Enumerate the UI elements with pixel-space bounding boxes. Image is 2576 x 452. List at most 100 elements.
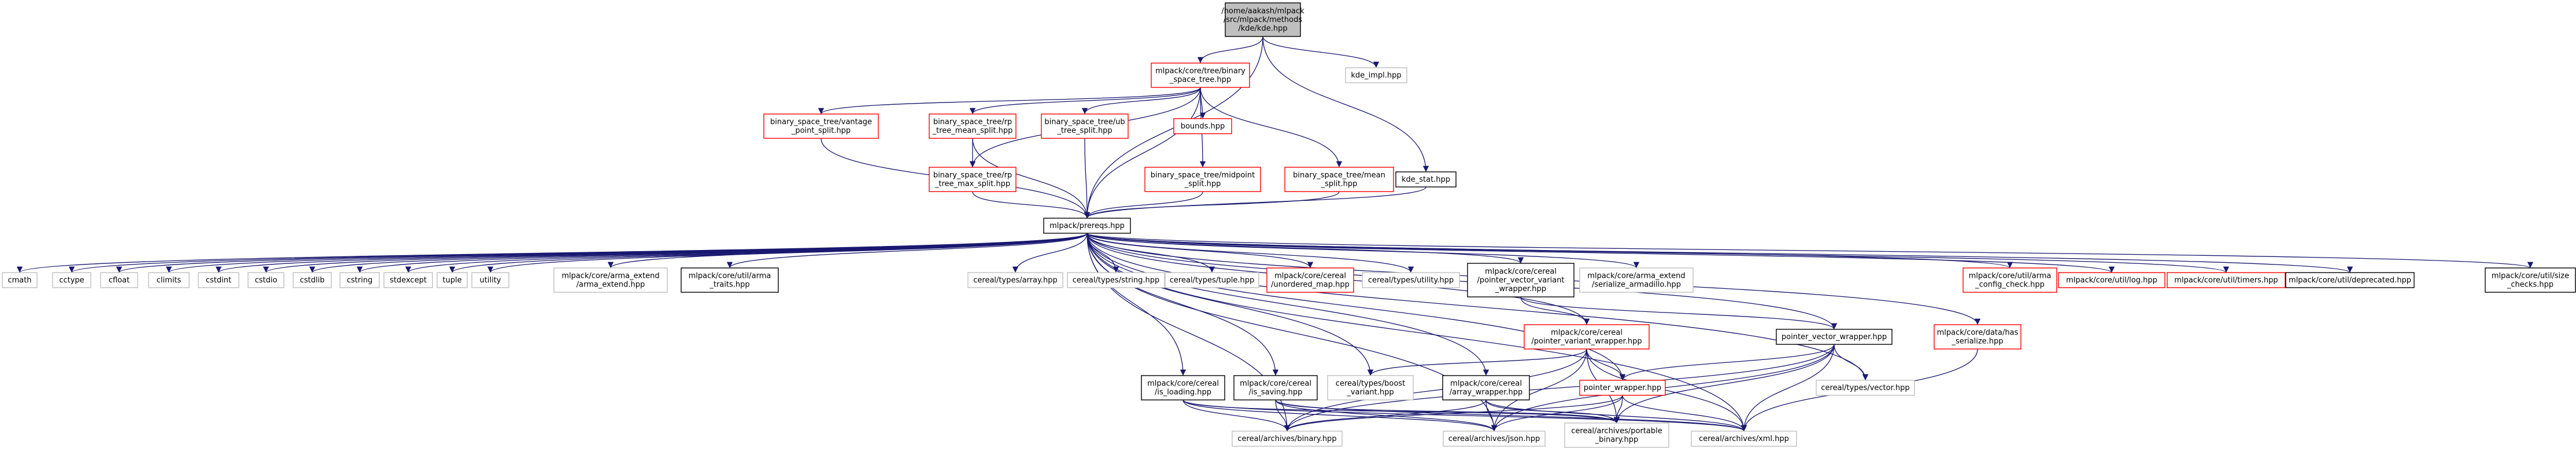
node-box-size_checks	[2485, 267, 2576, 293]
edge-prereqs-to-log	[1086, 233, 2115, 273]
node-cer_utility[interactable]: cereal/types/utility.hpp	[1362, 272, 1460, 288]
edge-prereqs-to-cstring	[357, 233, 1088, 273]
node-label-ptr_vec_wrapper-0: pointer_vector_wrapper.hpp	[1782, 333, 1887, 341]
node-ptr_variant[interactable]: mlpack/core/cereal/pointer_variant_wrapp…	[1524, 324, 1650, 350]
node-arch_portable[interactable]: cereal/archives/portable_binary.hpp	[1564, 422, 1669, 448]
node-cer_tuple[interactable]: cereal/types/tuple.hpp	[1165, 272, 1259, 288]
node-cfloat[interactable]: cfloat	[100, 272, 138, 288]
node-is_saving[interactable]: mlpack/core/cereal/is_saving.hpp	[1233, 375, 1318, 400]
edge-is_loading-to-arch_json	[1182, 399, 1498, 432]
edge-prereqs-to-ptr_vec_variant	[1086, 233, 1524, 264]
node-label-has_serialize-0: mlpack/core/data/has	[1937, 329, 2019, 337]
node-box-arma_traits	[681, 267, 779, 293]
node-label-cmath-0: cmath	[8, 276, 31, 285]
node-label-kde-2: /kde/kde.hpp	[1238, 24, 1287, 33]
node-box-has_serialize	[1934, 324, 2021, 350]
node-cer_string[interactable]: cereal/types/string.hpp	[1067, 272, 1165, 288]
node-box-tuple	[437, 272, 468, 288]
node-box-arch_json	[1443, 431, 1546, 447]
node-kde_stat[interactable]: kde_stat.hpp	[1395, 171, 1457, 188]
node-arma_config[interactable]: mlpack/core/util/arma_config_check.hpp	[1963, 267, 2057, 293]
node-log[interactable]: mlpack/core/util/log.hpp	[2058, 272, 2165, 288]
node-label-kde-0: /home/aakash/mlpack	[1221, 7, 1304, 16]
node-midpoint[interactable]: binary_space_tree/midpoint_split.hpp	[1144, 167, 1261, 192]
node-label-cstdint-0: cstdint	[206, 276, 231, 285]
node-bst[interactable]: mlpack/core/tree/binary_space_tree.hpp	[1151, 63, 1250, 88]
node-rpmean[interactable]: binary_space_tree/rp_tree_mean_split.hpp	[929, 113, 1017, 139]
node-arma_extend[interactable]: mlpack/core/arma_extend/arma_extend.hpp	[553, 267, 668, 293]
node-label-arch_portable-1: _binary.hpp	[1595, 436, 1639, 444]
node-bounds[interactable]: bounds.hpp	[1173, 118, 1232, 134]
edge-prereqs-to-size_checks	[1086, 233, 2533, 269]
node-cer_array[interactable]: cereal/types/array.hpp	[967, 272, 1063, 288]
node-ser_armadillo[interactable]: mlpack/core/arma_extend/serialize_armadi…	[1579, 267, 1694, 293]
edge-prereqs-to-cstdio	[263, 233, 1088, 273]
edge-pointer_wrapper-to-arch_portable	[1613, 395, 1623, 424]
node-arch_json[interactable]: cereal/archives/json.hpp	[1443, 431, 1546, 447]
node-ub[interactable]: binary_space_tree/ub_tree_split.hpp	[1041, 113, 1129, 139]
node-ptr_vec_variant[interactable]: mlpack/core/cereal/pointer_vector_varian…	[1467, 263, 1575, 297]
node-label-ser_armadillo-0: mlpack/core/arma_extend	[1587, 272, 1685, 281]
node-label-boost_variant-0: cereal/types/boost	[1336, 380, 1405, 388]
node-cctype[interactable]: cctype	[52, 272, 91, 288]
node-label-cer_array-0: cereal/types/array.hpp	[973, 276, 1057, 285]
node-deprecated[interactable]: mlpack/core/util/deprecated.hpp	[2285, 272, 2415, 288]
node-pointer_wrapper[interactable]: pointer_wrapper.hpp	[1579, 380, 1666, 396]
edge-prereqs-to-cer_utility	[1086, 233, 1414, 273]
node-box-deprecated	[2285, 272, 2415, 288]
node-stdexcept[interactable]: stdexcept	[383, 272, 433, 288]
node-cstdint[interactable]: cstdint	[198, 272, 239, 288]
node-vp[interactable]: binary_space_tree/vantage_point_split.hp…	[763, 113, 879, 139]
node-array_wrapper[interactable]: mlpack/core/cereal/array_wrapper.hpp	[1442, 375, 1530, 400]
node-arma_traits[interactable]: mlpack/core/util/arma_traits.hpp	[681, 267, 779, 293]
node-label-arma_traits-1: _traits.hpp	[709, 281, 749, 289]
node-box-log	[2058, 272, 2165, 288]
node-cstring[interactable]: cstring	[339, 272, 380, 288]
node-meansplit[interactable]: binary_space_tree/mean_split.hpp	[1284, 167, 1394, 192]
edge-bst-to-prereqs	[1084, 87, 1201, 219]
node-cmath[interactable]: cmath	[2, 272, 38, 288]
node-box-boost_variant	[1327, 375, 1414, 400]
edge-kde-to-kde_stat	[1262, 36, 1429, 172]
edge-bst-to-ub	[1081, 87, 1201, 115]
node-label-is_saving-1: /is_saving.hpp	[1249, 388, 1303, 397]
node-arch_xml[interactable]: cereal/archives/xml.hpp	[1691, 431, 1797, 447]
edge-ptr_vec_wrapper-to-arch_portable	[1613, 344, 1835, 424]
node-tuple[interactable]: tuple	[437, 272, 468, 288]
node-label-prereqs-0: mlpack/prereqs.hpp	[1049, 222, 1125, 230]
node-cstdio[interactable]: cstdio	[247, 272, 284, 288]
node-kde[interactable]: /home/aakash/mlpack/src/mlpack/methods/k…	[1221, 2, 1304, 37]
node-label-size_checks-0: mlpack/core/util/size	[2492, 272, 2569, 281]
node-cstdlib[interactable]: cstdlib	[293, 272, 332, 288]
node-box-arch_xml	[1691, 431, 1797, 447]
node-climits[interactable]: climits	[148, 272, 190, 288]
edge-rpmax-to-prereqs	[972, 191, 1091, 219]
node-ptr_vec_wrapper[interactable]: pointer_vector_wrapper.hpp	[1776, 329, 1893, 345]
edge-midpoint-to-prereqs	[1084, 191, 1203, 219]
node-label-timers-0: mlpack/core/util/timers.hpp	[2174, 276, 2278, 285]
node-box-kde	[1225, 2, 1301, 37]
node-timers[interactable]: mlpack/core/util/timers.hpp	[2167, 272, 2286, 288]
node-box-midpoint	[1144, 167, 1261, 192]
node-utility[interactable]: utility	[471, 272, 509, 288]
node-rpmax[interactable]: binary_space_tree/rp_tree_max_split.hpp	[929, 167, 1017, 192]
node-prereqs[interactable]: mlpack/prereqs.hpp	[1043, 218, 1131, 234]
edge-ptr_variant-to-pointer_wrapper	[1586, 348, 1626, 381]
node-unordered_map[interactable]: mlpack/core/cereal/unordered_map.hpp	[1266, 267, 1354, 293]
node-label-arch_portable-0: cereal/archives/portable	[1571, 427, 1662, 436]
node-boost_variant[interactable]: cereal/types/boost_variant.hpp	[1327, 375, 1414, 400]
node-label-arma_extend-1: /arma_extend.hpp	[576, 281, 645, 289]
node-box-bounds	[1173, 118, 1232, 134]
edge-bst-to-meansplit	[1200, 87, 1343, 168]
node-label-kde_impl-0: kde_impl.hpp	[1351, 71, 1401, 80]
node-box-meansplit	[1284, 167, 1394, 192]
node-size_checks[interactable]: mlpack/core/util/size_checks.hpp	[2485, 267, 2576, 293]
node-cer_vector[interactable]: cereal/types/vector.hpp	[1816, 380, 1915, 396]
node-label-ub-0: binary_space_tree/ub	[1044, 118, 1125, 127]
node-has_serialize[interactable]: mlpack/core/data/has_serialize.hpp	[1934, 324, 2021, 350]
edge-pointer_wrapper-to-arch_json	[1491, 395, 1623, 432]
node-arch_binary[interactable]: cereal/archives/binary.hpp	[1232, 431, 1343, 447]
node-kde_impl[interactable]: kde_impl.hpp	[1345, 67, 1407, 83]
node-label-unordered_map-0: mlpack/core/cereal	[1274, 272, 1346, 281]
node-is_loading[interactable]: mlpack/core/cereal/is_loading.hpp	[1141, 375, 1225, 400]
